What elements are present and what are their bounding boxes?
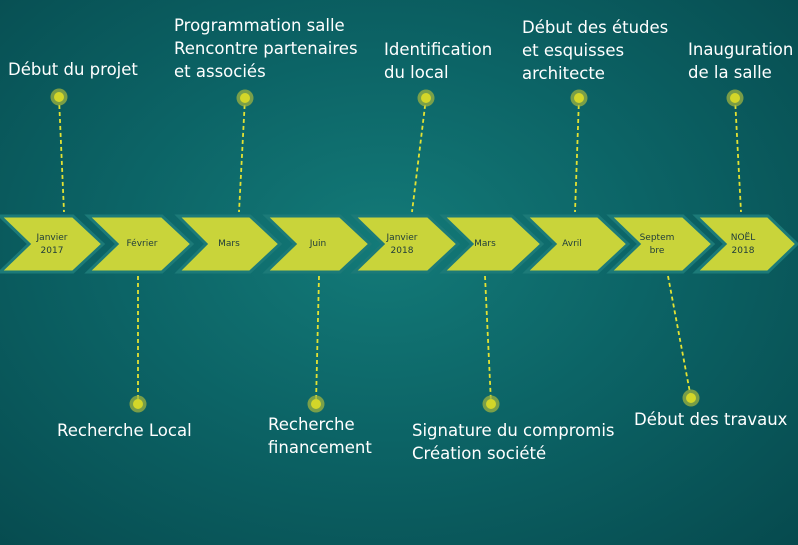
marker-dot: [482, 395, 500, 413]
month-label: Avril: [562, 239, 582, 249]
event-label-bottom: Signature du compromis Création société: [412, 421, 615, 463]
timeline-arrow: [350, 214, 461, 274]
timeline-arrow: [522, 214, 631, 274]
event-label-top: Début du projet: [8, 60, 138, 79]
connector-line: [667, 275, 692, 399]
month-label: Septem bre: [639, 233, 675, 256]
connector-line: [574, 97, 580, 213]
month-label: Mars: [218, 239, 240, 249]
connector-line: [238, 97, 246, 213]
event-label-bottom: Recherche Local: [57, 421, 192, 440]
timeline-arrow: [439, 214, 545, 274]
timeline-arrow: [692, 214, 798, 274]
connector-line: [734, 97, 742, 213]
month-label: Mars: [474, 239, 496, 249]
month-label: Février: [126, 239, 158, 249]
marker-dot: [50, 88, 68, 106]
event-label-top: Identification du local: [384, 40, 493, 82]
marker-dot: [570, 89, 588, 107]
timeline-arrow: [262, 214, 373, 274]
month-label: Janvier 2017: [36, 233, 68, 256]
month-label: NOËL 2018: [730, 233, 756, 256]
arrow-band: [0, 214, 798, 274]
month-label: Juin: [309, 239, 327, 249]
marker-dot: [236, 89, 254, 107]
event-label-bottom: Début des travaux: [634, 410, 788, 429]
marker-dot: [307, 395, 325, 413]
event-label-top: Programmation salle Rencontre partenaire…: [174, 16, 358, 81]
marker-dot: [726, 89, 744, 107]
event-label-top: Début des études et esquisses architecte: [522, 18, 669, 83]
connector-line: [315, 275, 320, 404]
marker-dot: [129, 395, 147, 413]
connector-line: [484, 275, 492, 404]
connector-line: [58, 97, 65, 213]
event-label-top: Inauguration de la salle: [688, 40, 794, 82]
marker-dot: [417, 89, 435, 107]
month-label: Janvier 2018: [386, 233, 418, 256]
timeline-arrow: [174, 214, 283, 274]
timeline-arrow: [606, 214, 716, 274]
timeline-arrow: [0, 214, 106, 274]
event-label-bottom: Recherche financement: [268, 415, 372, 457]
connector-line: [411, 97, 427, 213]
marker-dot: [682, 389, 700, 407]
timeline-arrow: [84, 214, 195, 274]
